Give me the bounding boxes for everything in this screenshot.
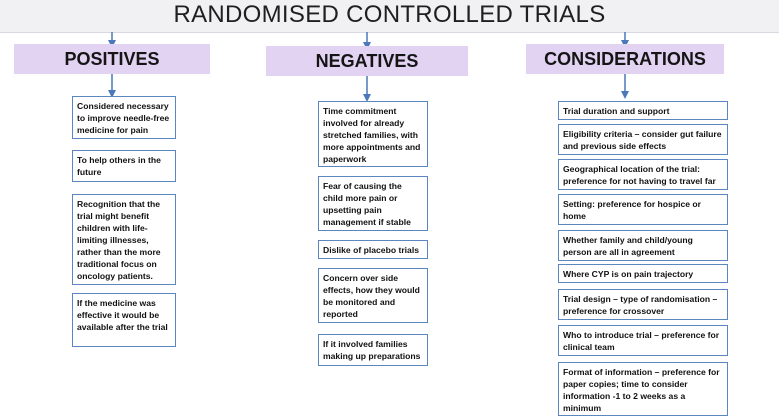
header-positives: POSITIVES	[14, 44, 210, 74]
considerations-item: Who to introduce trial – preference for …	[558, 325, 728, 356]
negatives-item: Concern over side effects, how they woul…	[318, 268, 428, 323]
considerations-item: Trial duration and support	[558, 101, 728, 120]
considerations-item: Whether family and child/young person ar…	[558, 230, 728, 261]
considerations-item: Where CYP is on pain trajectory	[558, 264, 728, 283]
positives-item: Considered necessary to improve needle-f…	[72, 96, 176, 139]
positives-item: If the medicine was effective it would b…	[72, 293, 176, 347]
negatives-item: Fear of causing the child more pain or u…	[318, 176, 428, 231]
diagram-title: RANDOMISED CONTROLLED TRIALS	[0, 0, 779, 33]
header-negatives: NEGATIVES	[266, 46, 468, 76]
considerations-item: Eligibility criteria – consider gut fail…	[558, 124, 728, 155]
positives-item: To help others in the future	[72, 150, 176, 182]
negatives-item: Dislike of placebo trials	[318, 240, 428, 259]
considerations-item: Trial design – type of randomisation – p…	[558, 289, 728, 320]
positives-item: Recognition that the trial might benefit…	[72, 194, 176, 285]
header-considerations: CONSIDERATIONS	[526, 44, 724, 74]
considerations-item: Setting: preference for hospice or home	[558, 194, 728, 225]
considerations-item: Format of information – preference for p…	[558, 362, 728, 416]
negatives-item: Time commitment involved for already str…	[318, 101, 428, 167]
considerations-item: Geographical location of the trial: pref…	[558, 159, 728, 190]
negatives-item: If it involved families making up prepar…	[318, 334, 428, 366]
